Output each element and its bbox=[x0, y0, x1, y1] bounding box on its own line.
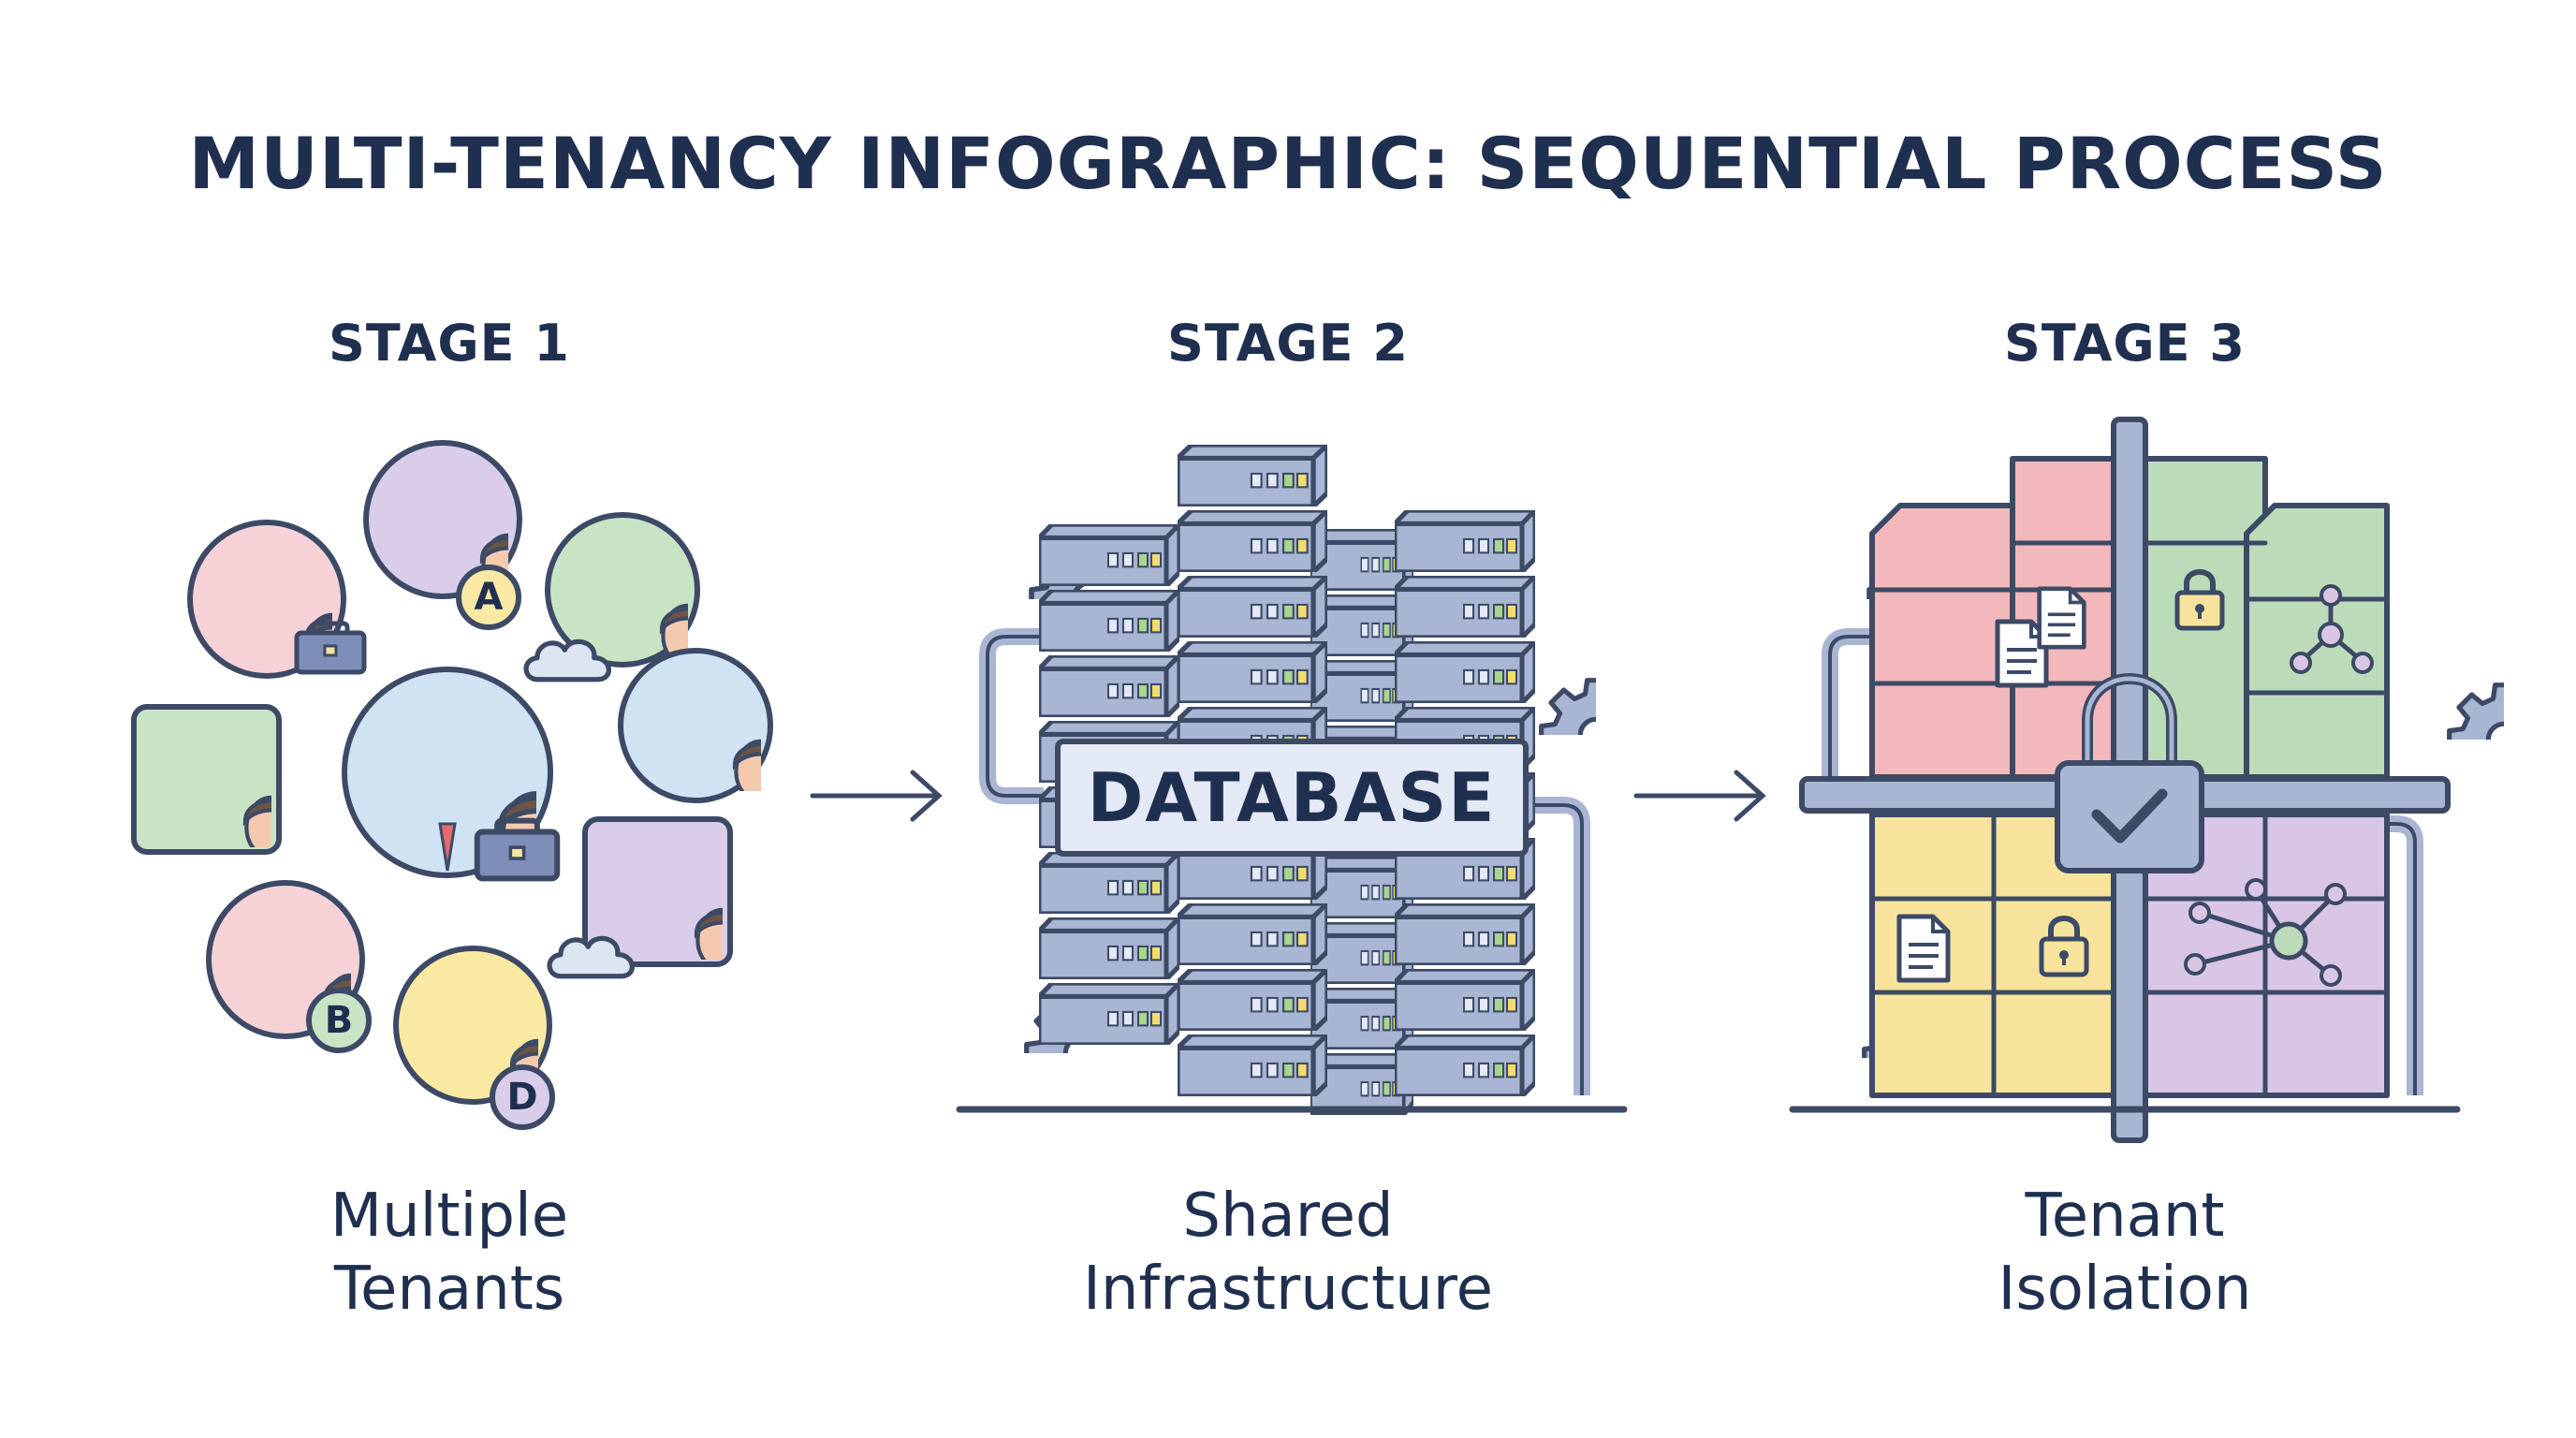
document-icon-3 bbox=[1899, 917, 1948, 980]
database-banner bbox=[1055, 739, 1529, 857]
tenant-isolation bbox=[1789, 417, 2559, 1143]
tenant-badge-a bbox=[456, 565, 521, 630]
server-unit bbox=[1039, 590, 1179, 652]
pipe-icon-2 bbox=[1535, 803, 1584, 1095]
tenant-badge-d-text: D bbox=[506, 1076, 537, 1119]
server-unit bbox=[1178, 969, 1327, 1031]
tenant-badge-d bbox=[490, 1064, 555, 1130]
gear-icon-2 bbox=[1542, 681, 1651, 790]
briefcase-icon-2 bbox=[477, 821, 558, 879]
briefcase-icon bbox=[297, 624, 364, 672]
document-icon-2 bbox=[2040, 589, 2085, 647]
padlock-check-icon bbox=[2055, 673, 2204, 873]
stage-2-caption: Shared Infrastructure bbox=[914, 1180, 1662, 1326]
database-label: DATABASE bbox=[1088, 758, 1497, 837]
stage-2-caption-line-2: Infrastructure bbox=[1083, 1255, 1493, 1324]
pipe-icon bbox=[986, 635, 1044, 798]
server-unit bbox=[1395, 903, 1535, 965]
server-unit bbox=[1395, 510, 1535, 572]
server-unit bbox=[1395, 641, 1535, 703]
server-unit bbox=[1039, 983, 1179, 1045]
stage-2-label: STAGE 2 bbox=[1167, 314, 1409, 373]
tenant-avatar-square-purple bbox=[582, 816, 733, 967]
server-unit bbox=[1178, 641, 1327, 703]
stage-2-caption-line-1: Shared bbox=[1182, 1181, 1394, 1251]
gear-icon-5 bbox=[2450, 685, 2559, 795]
stage-3-caption-line-2: Isolation bbox=[1998, 1255, 2252, 1324]
tenant-badge-b-text: B bbox=[325, 999, 354, 1042]
page-title: MULTI-TENANCY INFOGRAPHIC: SEQUENTIAL PR… bbox=[188, 122, 2388, 205]
server-unit bbox=[1178, 510, 1327, 572]
server-unit bbox=[1178, 445, 1327, 506]
tenant-avatar-pink-b: B bbox=[206, 880, 372, 1053]
tenant-quadrant-red bbox=[1869, 456, 2137, 780]
stage-1-caption-line-2: Tenants bbox=[333, 1255, 565, 1324]
shared-infrastructure: DATABASE bbox=[956, 445, 1651, 1115]
arrow-right-icon bbox=[810, 770, 943, 822]
stage-3-caption-line-1: Tenant bbox=[2025, 1181, 2225, 1251]
tenant-avatar-square-green bbox=[131, 704, 282, 855]
tenant-cluster: A B bbox=[131, 440, 773, 1130]
arrow-right-icon-2 bbox=[1633, 770, 1766, 822]
tenant-avatar-pink bbox=[187, 520, 346, 679]
tenant-avatar-center bbox=[342, 667, 553, 878]
server-unit bbox=[1178, 576, 1327, 638]
stage-3-label: STAGE 3 bbox=[2004, 314, 2246, 373]
tenant-avatar-purple-a: A bbox=[363, 440, 522, 630]
stage-1-caption: Multiple Tenants bbox=[75, 1180, 824, 1326]
server-unit bbox=[1178, 903, 1327, 965]
server-unit bbox=[1395, 969, 1535, 1031]
network-node-icon bbox=[2290, 584, 2374, 674]
tenant-badge-b bbox=[306, 988, 372, 1053]
stage-1-caption-line-1: Multiple bbox=[329, 1181, 569, 1251]
server-unit bbox=[1039, 917, 1179, 979]
server-unit bbox=[1178, 1034, 1327, 1096]
tenant-avatar-yellow-d: D bbox=[393, 946, 555, 1130]
server-unit bbox=[1039, 655, 1179, 717]
network-node-icon-2 bbox=[2184, 878, 2347, 987]
server-unit bbox=[1039, 852, 1179, 914]
stage-3-caption: Tenant Isolation bbox=[1750, 1180, 2499, 1326]
server-unit bbox=[1395, 576, 1535, 638]
tenant-avatar-green bbox=[545, 512, 700, 668]
stage-1-label: STAGE 1 bbox=[329, 314, 570, 373]
server-unit bbox=[1039, 524, 1179, 586]
tenant-badge-a-text: A bbox=[475, 576, 504, 619]
server-unit bbox=[1395, 1034, 1535, 1096]
tenant-avatar-blue-right bbox=[618, 648, 773, 803]
